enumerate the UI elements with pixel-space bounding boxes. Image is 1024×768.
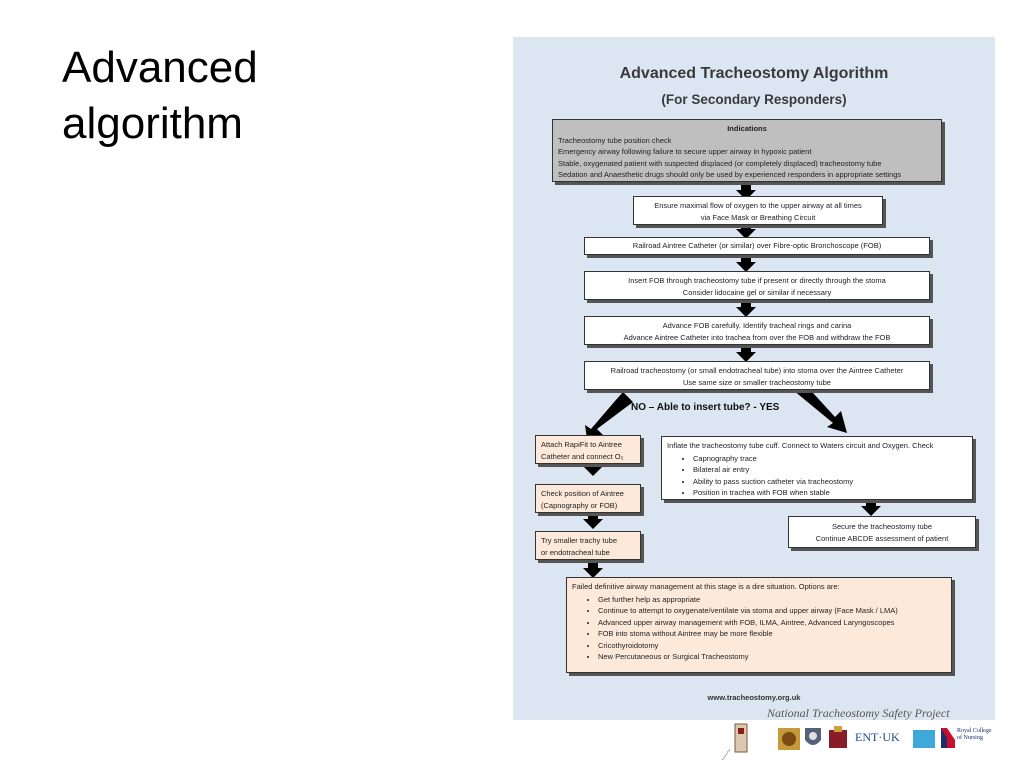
advance-fob-line: Advance Aintree Catheter into trachea fr… — [623, 332, 891, 342]
oxygen-step-box: Ensure maximal flow of oxygen to the upp… — [633, 196, 883, 225]
cuff-check-item: Capnography trace — [693, 453, 967, 465]
rcn-logo-mark — [941, 728, 955, 748]
insert-fob-box: Insert FOB through tracheostomy tube if … — [584, 271, 930, 300]
inflate-cuff-box: Inflate the tracheostomy tube cuff. Conn… — [661, 436, 973, 500]
indications-box: Indications Tracheostomy tube position c… — [552, 119, 942, 182]
oxygen-step-line: via Face Mask or Breathing Circuit — [700, 212, 816, 222]
cuff-check-list: Capnography trace Bilateral air entry Ab… — [667, 453, 967, 499]
railroad-tube-box: Railroad tracheostomy (or small endotrac… — [584, 361, 930, 390]
ntsp-seal-logo: ~~~ — [717, 723, 748, 760]
check-aintree-box: Check position of Aintree (Capnography o… — [535, 484, 641, 513]
indications-heading: Indications — [727, 124, 767, 133]
advance-fob-box: Advance FOB carefully. Identify tracheal… — [584, 316, 930, 345]
secure-tube-line: Secure the tracheostomy tube — [831, 522, 933, 531]
check-aintree-line: Check position of Aintree — [541, 489, 624, 498]
logo-strip: National Tracheostomy Safety Project ~~~… — [705, 706, 995, 764]
indication-line: Stable, oxygenated patient with suspecte… — [558, 158, 882, 168]
attach-rapifit-box: Attach RapiFit to Aintree Catheter and c… — [535, 435, 641, 464]
secure-tube-box: Secure the tracheostomy tube Continue AB… — [788, 516, 976, 548]
rcn-logo-text: Royal College of Nursing — [957, 728, 992, 741]
indication-line: Tracheostomy tube position check — [558, 135, 672, 145]
cuff-check-item: Ability to pass suction catheter via tra… — [693, 476, 967, 488]
decision-label: NO – Able to insert tube? - YES — [631, 402, 780, 413]
arrow-no-diagonal — [585, 392, 633, 439]
slide-title: Advanced algorithm — [62, 43, 258, 148]
crest-logo-1 — [778, 728, 800, 750]
cuff-check-item: Bilateral air entry — [693, 464, 967, 476]
algorithm-figure: Advanced Tracheostomy Algorithm (For Sec… — [513, 37, 995, 720]
secure-tube-line: Continue ABCDE assessment of patient — [815, 533, 949, 543]
nhs-logo — [913, 730, 935, 748]
flow-arrows — [583, 182, 881, 578]
inflate-cuff-heading: Inflate the tracheostomy tube cuff. Conn… — [667, 441, 934, 450]
railroad-aintree-text: Railroad Aintree Catheter (or similar) o… — [632, 241, 882, 250]
project-name-logo-text: National Tracheostomy Safety Project — [767, 706, 950, 720]
failed-options-list: Get further help as appropriate Continue… — [572, 594, 946, 663]
advance-fob-line: Advance FOB carefully. Identify tracheal… — [662, 321, 852, 330]
arrow-yes-down — [861, 498, 881, 516]
failed-option-item: Get further help as appropriate — [598, 594, 946, 606]
insert-fob-line: Insert FOB through tracheostomy tube if … — [628, 276, 886, 285]
arrow-down-3 — [736, 254, 756, 272]
try-smaller-line: or endotracheal tube — [541, 547, 610, 557]
crest-logo-3 — [829, 726, 847, 748]
railroad-tube-line: Use same size or smaller tracheostomy tu… — [683, 377, 831, 387]
svg-text:~~~: ~~~ — [717, 746, 734, 760]
failed-option-item: Advanced upper airway management with FO… — [598, 617, 946, 629]
figure-title: Advanced Tracheostomy Algorithm — [619, 65, 889, 82]
cuff-check-item: Position in trachea with FOB when stable — [693, 487, 967, 499]
indication-line: Emergency airway following failure to se… — [558, 147, 812, 156]
failed-airway-box: Failed definitive airway management at t… — [566, 577, 952, 673]
indication-line: Sedation and Anaesthetic drugs should on… — [558, 170, 902, 179]
failed-option-item: New Percutaneous or Surgical Tracheostom… — [598, 651, 946, 663]
try-smaller-tube-box: Try smaller trachy tube or endotracheal … — [535, 531, 641, 560]
failed-option-item: Continue to attempt to oxygenate/ventila… — [598, 605, 946, 617]
website-footer: www.tracheostomy.org.uk — [707, 693, 801, 702]
railroad-tube-line: Railroad tracheostomy (or small endotrac… — [610, 366, 904, 375]
arrow-no-down-2 — [583, 511, 603, 529]
failed-option-item: Cricothyroidotomy — [598, 640, 946, 652]
arrow-down-5 — [736, 344, 756, 362]
figure-subtitle: (For Secondary Responders) — [661, 92, 847, 107]
try-smaller-line: Try smaller trachy tube — [541, 536, 617, 545]
ent-uk-logo: ENT·UK — [855, 730, 900, 744]
attach-rapifit-line: Attach RapiFit to Aintree — [541, 440, 622, 449]
failed-airway-heading: Failed definitive airway management at t… — [572, 582, 840, 591]
check-aintree-line: (Capnography or FOB) — [541, 500, 618, 510]
attach-rapifit-line: Catheter and connect O₂ — [541, 451, 624, 461]
insert-fob-line: Consider lidocaine gel or similar if nec… — [682, 287, 832, 297]
oxygen-step-line: Ensure maximal flow of oxygen to the upp… — [654, 201, 862, 210]
arrow-yes-diagonal — [793, 382, 847, 433]
failed-option-item: FOB into stoma without Aintree may be mo… — [598, 628, 946, 640]
crest-logo-2 — [805, 728, 821, 745]
arrow-no-down-3 — [583, 560, 603, 578]
railroad-aintree-box: Railroad Aintree Catheter (or similar) o… — [584, 237, 930, 255]
arrow-down-4 — [736, 299, 756, 317]
